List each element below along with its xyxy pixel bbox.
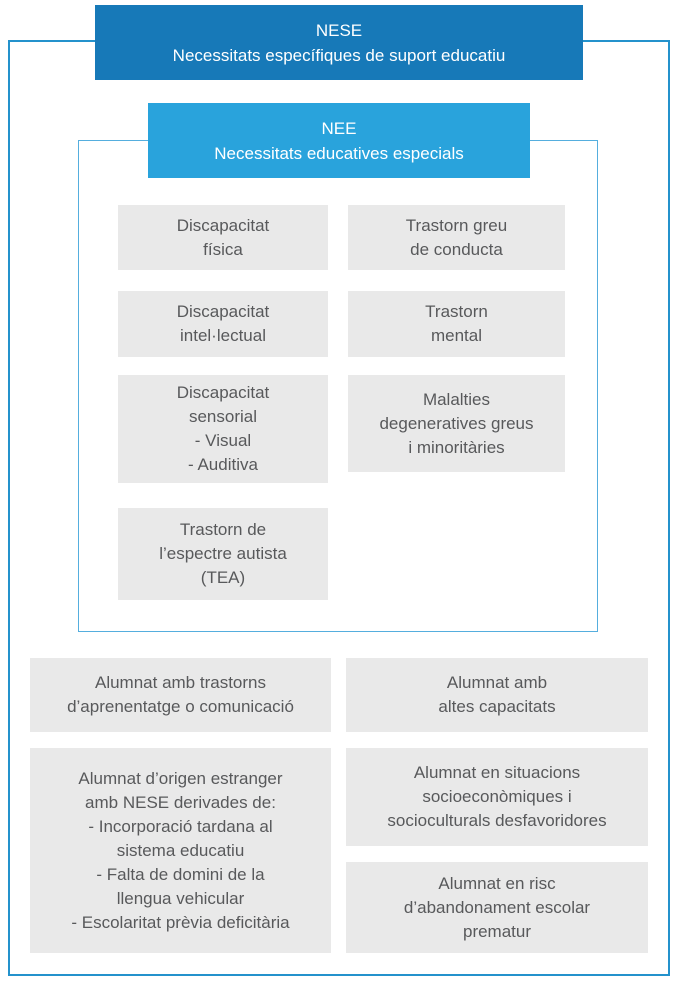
nee-title: NEE: [321, 118, 357, 138]
nee-item-trastorn-espectre-autista: Trastorn de l’espectre autista (TEA): [118, 508, 328, 600]
nee-item-malalties-degeneratives: Malalties degeneratives greus i minorità…: [348, 375, 565, 472]
nee-item-discapacitat-fisica: Discapacitat física: [118, 205, 328, 270]
nese-item-trastorns-aprenentatge: Alumnat amb trastorns d’aprenentatge o c…: [30, 658, 331, 732]
nese-subtitle: Necessitats específiques de suport educa…: [172, 45, 506, 65]
nese-title: NESE: [315, 20, 363, 40]
nee-subtitle: Necessitats educatives especials: [214, 143, 464, 163]
nee-item-discapacitat-sensorial: Discapacitat sensorial - Visual - Auditi…: [118, 375, 328, 483]
nese-item-origen-estranger: Alumnat d’origen estranger amb NESE deri…: [30, 748, 331, 953]
nee-item-trastorn-greu-conducta: Trastorn greu de conducta: [348, 205, 565, 270]
nese-item-risc-abandonament: Alumnat en risc d’abandonament escolar p…: [346, 862, 648, 953]
nese-item-situacions-socioeconomiques: Alumnat en situacions socioeconòmiques i…: [346, 748, 648, 846]
nese-item-altes-capacitats: Alumnat amb altes capacitats: [346, 658, 648, 732]
nee-item-discapacitat-intellectual: Discapacitat intel·lectual: [118, 291, 328, 357]
nese-header: NESE Necessitats específiques de suport …: [95, 5, 583, 80]
nee-header: NEE Necessitats educatives especials: [148, 103, 530, 178]
nee-item-trastorn-mental: Trastorn mental: [348, 291, 565, 357]
